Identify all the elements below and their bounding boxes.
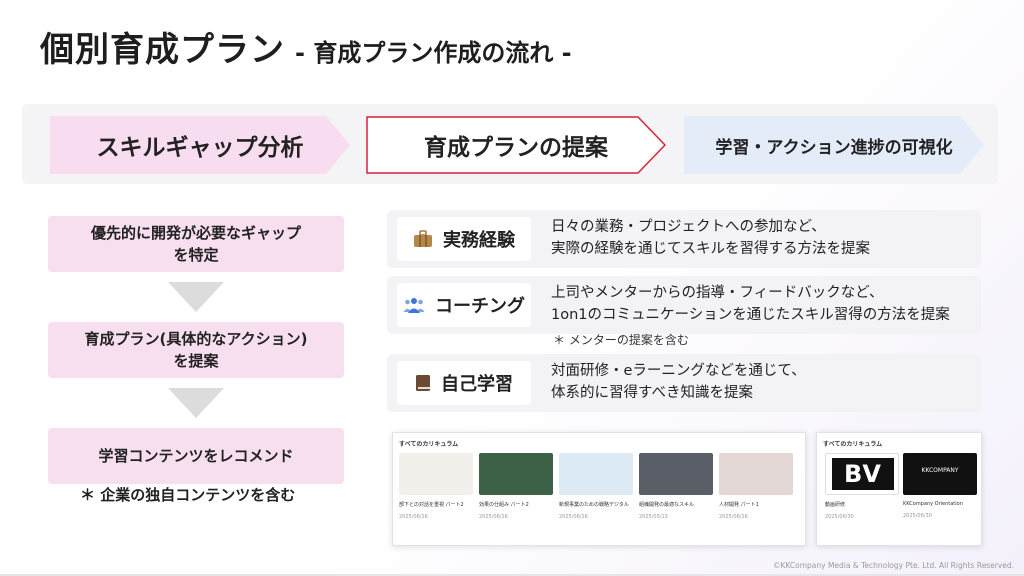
company-date: 2025/06/30	[903, 513, 932, 519]
method-desc-line: 日々の業務・プロジェクトへの参加など、	[551, 219, 826, 235]
title-subtitle: - 育成プラン作成の流れ -	[295, 39, 572, 67]
left-step-recommend: 学習コンテンツをレコメンド	[48, 428, 344, 484]
coaching-note: ＊ メンターの提案を含む	[553, 333, 689, 347]
flow-step-label: 育成プランの提案	[424, 135, 608, 161]
flow-step-visualization: 学習・アクション進捗の可視化	[684, 116, 984, 174]
flow-step-skill-gap: スキルギャップ分析	[50, 116, 350, 174]
curriculum-date: 2025/06/16	[399, 514, 428, 520]
curriculum-caption: 新規事業のための戦略デジタル	[559, 502, 629, 508]
method-desc-line: 上司やメンターからの指導・フィードバックなど、	[551, 285, 884, 301]
method-label: コーチング	[435, 296, 525, 317]
curriculum-thumbnail	[719, 453, 793, 495]
screenshot-heading: すべてのカリキュラム	[823, 441, 883, 448]
down-arrow-icon	[168, 388, 224, 418]
curriculum-caption: 組織開発の最適なスキル	[639, 502, 695, 508]
method-coaching: コーチング 上司やメンターからの指導・フィードバックなど、 1on1のコミュニケ…	[387, 276, 981, 334]
method-desc-line: 実際の経験を通じてスキルを習得する方法を提案	[551, 241, 870, 257]
method-work-experience: 実務経験 日々の業務・プロジェクトへの参加など、 実際の経験を通じてスキルを習得…	[387, 210, 981, 268]
curriculum-card: 組織開発の最適なスキル 2025/05/13	[639, 453, 713, 520]
company-thumbnail: KKCOMPANY	[903, 453, 977, 495]
curriculum-caption: 部下との対話を重視 パート2	[399, 502, 464, 508]
method-label-box: 自己学習	[397, 361, 531, 405]
down-arrow-icon	[168, 282, 224, 312]
bv-logo: BV	[832, 458, 894, 490]
curriculum-date: 2025/06/16	[479, 514, 508, 520]
curriculum-caption: 人材開発 パート1	[719, 502, 759, 508]
method-self-learning: 自己学習 対面研修・eラーニングなどを通じて、 体系的に習得すべき知識を提案	[387, 354, 981, 412]
company-card: KKCOMPANY KKCompany Orientation 2025/06/…	[903, 453, 977, 519]
copyright: ©KKCompany Media & Technology Pte. Ltd. …	[772, 561, 1014, 570]
page-title: 個別育成プラン - 育成プラン作成の流れ -	[40, 22, 572, 71]
people-icon	[403, 298, 425, 313]
left-step-text: を提案	[173, 352, 219, 370]
flow-step-active-outline	[366, 116, 666, 174]
method-description: 上司やメンターからの指導・フィードバックなど、 1on1のコミュニケーションを通…	[551, 282, 950, 326]
kkcompany-logo: KKCOMPANY	[921, 467, 959, 474]
curriculum-card: 部下との対話を重視 パート2 2025/06/16	[399, 453, 473, 520]
company-thumbnail: BV	[825, 453, 899, 495]
curriculum-card: 効果の仕組み パート2 2025/06/16	[479, 453, 553, 520]
briefcase-icon	[414, 230, 432, 247]
method-label-box: 実務経験	[397, 217, 531, 261]
company-card: BV 動画研修 2025/06/30	[825, 453, 899, 520]
method-label: 自己学習	[441, 374, 513, 395]
left-note: ＊ 企業の独自コンテンツを含む	[80, 486, 296, 504]
left-step-text: 学習コンテンツをレコメンド	[98, 447, 294, 465]
curriculum-thumbnail	[479, 453, 553, 495]
company-date: 2025/06/30	[825, 514, 854, 520]
company-caption: 動画研修	[825, 502, 846, 508]
left-step-text: 育成プラン(具体的なアクション)	[84, 330, 308, 348]
curriculum-thumbnail	[559, 453, 633, 495]
flow-step-plan-proposal: 育成プランの提案	[366, 116, 666, 174]
screenshot-heading: すべてのカリキュラム	[399, 441, 459, 448]
method-label-box: コーチング	[397, 283, 531, 327]
method-description: 日々の業務・プロジェクトへの参加など、 実際の経験を通じてスキルを習得する方法を…	[551, 216, 870, 260]
curriculum-caption: 効果の仕組み パート2	[479, 502, 529, 508]
curriculum-card: 人材開発 パート1 2025/06/16	[719, 453, 793, 520]
left-step-text: を特定	[173, 246, 219, 264]
curriculum-date: 2025/05/13	[639, 514, 668, 520]
curriculum-date: 2025/06/16	[559, 514, 588, 520]
company-caption: KKCompany Orientation	[903, 501, 963, 507]
curriculum-thumbnail	[399, 453, 473, 495]
left-step-text: 優先的に開発が必要なギャップ	[90, 224, 301, 242]
curriculum-thumbnail	[639, 453, 713, 495]
curriculum-screenshot: すべてのカリキュラム 部下との対話を重視 パート2 2025/06/16 効果の…	[392, 432, 806, 546]
book-icon	[416, 375, 430, 391]
method-desc-line: 1on1のコミュニケーションを通じたスキル習得の方法を提案	[551, 307, 950, 323]
left-step-gap: 優先的に開発が必要なギャップ を特定	[48, 216, 344, 272]
left-step-plan: 育成プラン(具体的なアクション) を提案	[48, 322, 344, 378]
method-description: 対面研修・eラーニングなどを通じて、 体系的に習得すべき知識を提案	[551, 360, 806, 404]
method-desc-line: 体系的に習得すべき知識を提案	[551, 385, 753, 401]
curriculum-card: 新規事業のための戦略デジタル 2025/06/16	[559, 453, 633, 520]
method-label: 実務経験	[443, 230, 515, 251]
title-main: 個別育成プラン	[40, 30, 285, 70]
bottom-divider	[0, 574, 1024, 576]
company-content-screenshot: すべてのカリキュラム BV 動画研修 2025/06/30 KKCOMPANY …	[816, 432, 982, 546]
method-desc-line: 対面研修・eラーニングなどを通じて、	[551, 363, 806, 379]
curriculum-date: 2025/06/16	[719, 514, 748, 520]
